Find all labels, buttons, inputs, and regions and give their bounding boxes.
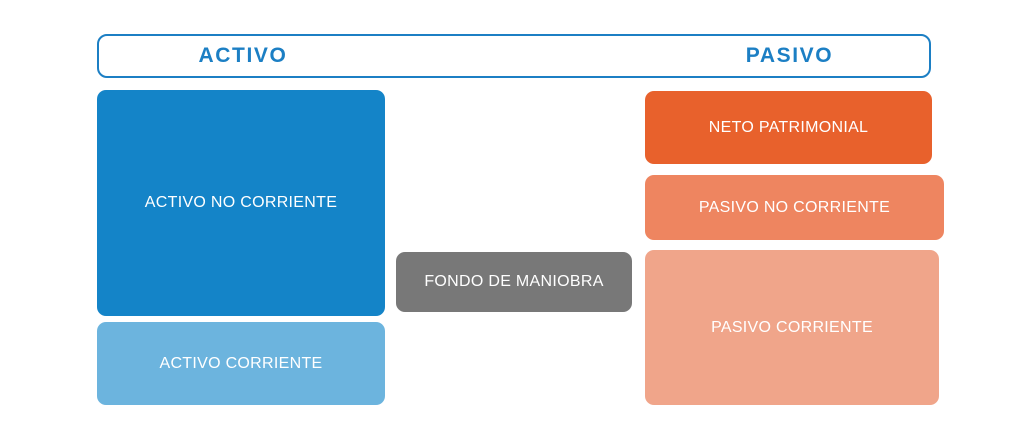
block-pasivo-no-corriente: PASIVO NO CORRIENTE — [645, 175, 944, 240]
block-label: FONDO DE MANIOBRA — [424, 273, 604, 290]
block-label: ACTIVO CORRIENTE — [159, 354, 323, 372]
block-label: PASIVO NO CORRIENTE — [698, 198, 891, 216]
header-label-activo: ACTIVO — [198, 44, 288, 67]
header-label-pasivo: PASIVO — [745, 44, 834, 67]
block-neto-patrimonial: NETO PATRIMONIAL — [645, 91, 932, 164]
block-activo-no-corriente: ACTIVO NO CORRIENTE — [97, 90, 385, 316]
block-fondo-de-maniobra: FONDO DE MANIOBRA — [396, 252, 632, 312]
block-label: ACTIVO NO CORRIENTE — [144, 194, 338, 211]
block-activo-corriente: ACTIVO CORRIENTE — [97, 322, 385, 405]
block-label: PASIVO CORRIENTE — [711, 318, 873, 336]
block-label: NETO PATRIMONIAL — [708, 118, 869, 136]
block-pasivo-corriente: PASIVO CORRIENTE — [645, 250, 939, 405]
header-bar: ACTIVO PASIVO — [97, 34, 931, 78]
